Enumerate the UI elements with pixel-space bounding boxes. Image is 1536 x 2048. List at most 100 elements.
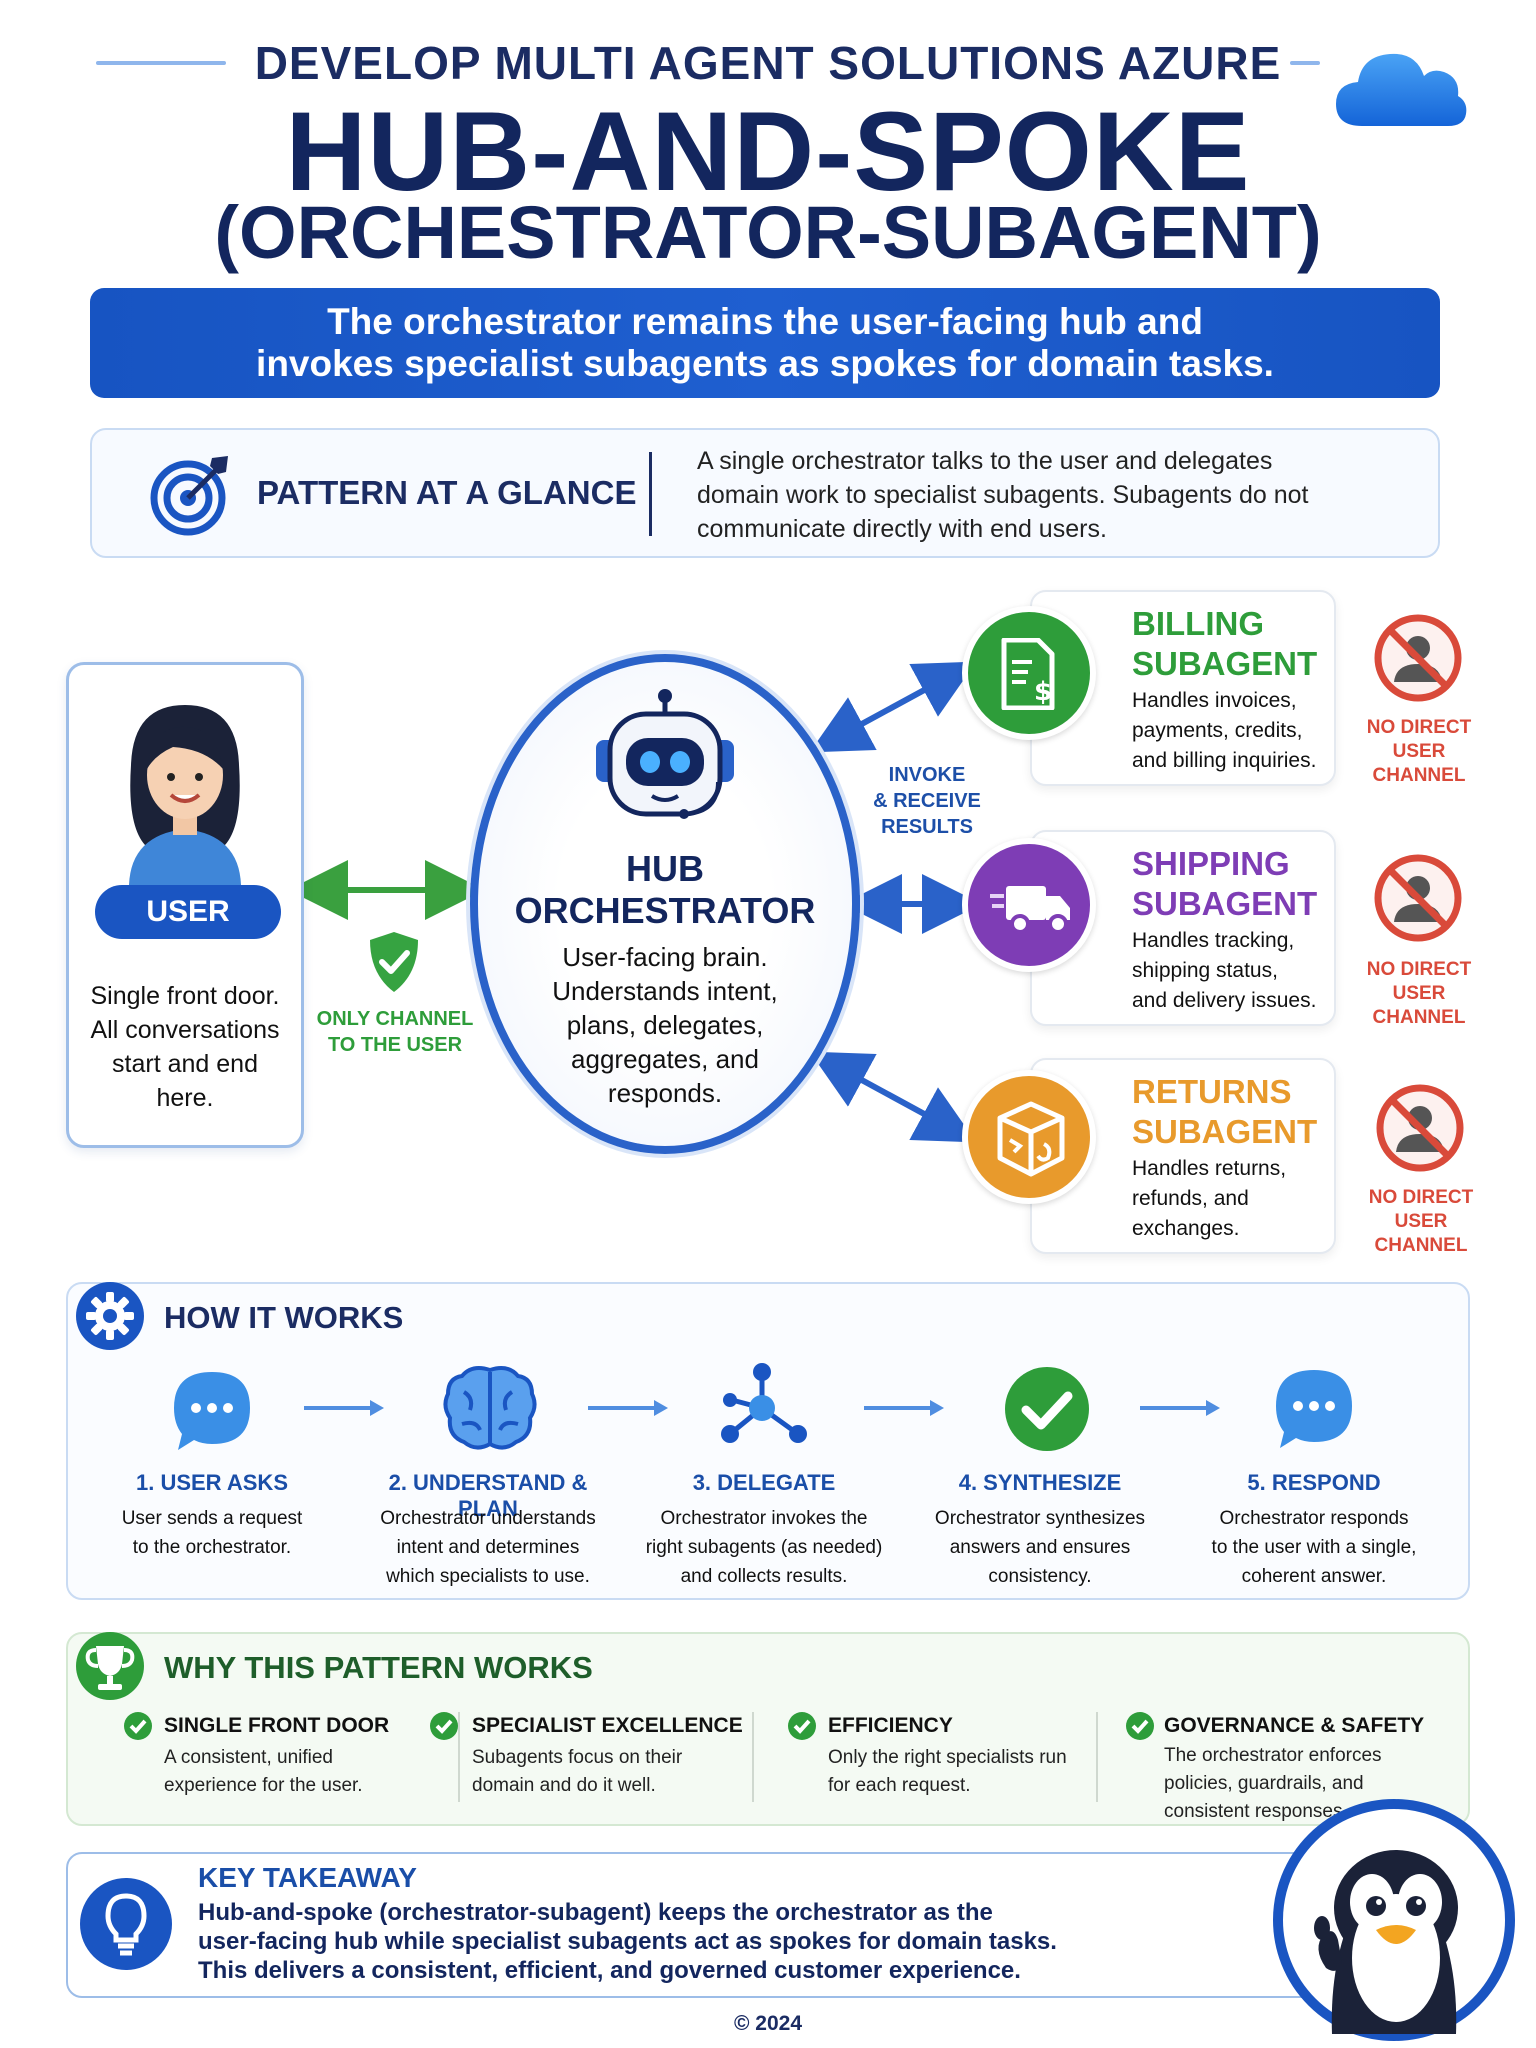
user-line-2: All conversations [90, 1016, 280, 1044]
arrow-right-icon [1140, 1400, 1220, 1416]
chat-icon [174, 1372, 250, 1450]
footer-copyright: © 2024 [733, 2012, 803, 2035]
invoke-line-1: INVOKE [888, 764, 966, 786]
user-avatar-icon [129, 705, 241, 885]
step-5-line-1: Orchestrator responds [1219, 1508, 1409, 1529]
shipping-icon-circle [962, 838, 1096, 972]
step-5-text: Orchestrator responds to the user with a… [1184, 1504, 1444, 1591]
no-user-icon [1376, 1084, 1464, 1172]
why-item-3-line-2: for each request. [828, 1775, 971, 1796]
hub-title-line-1: HUB [626, 848, 704, 889]
why-item-4-line-1: The orchestrator enforces [1164, 1745, 1382, 1766]
hub-billing-arrow [809, 661, 977, 753]
diagram-connectors [288, 661, 982, 1143]
step-4-line-3: consistency. [988, 1566, 1092, 1587]
no-direct-line-3: CHANNEL [1372, 765, 1466, 786]
target-icon [150, 456, 228, 536]
step-1-text: User sends a request to the orchestrator… [82, 1504, 342, 1562]
step-2-line-2: intent and determines [396, 1537, 580, 1558]
shipping-no-direct-label: NO DIRECT USER CHANNEL [1364, 958, 1474, 1030]
user-line-1: Single front door. [90, 982, 280, 1010]
no-direct-line-2: USER [1394, 1211, 1448, 1232]
step-3-title: 3. DELEGATE [692, 1470, 836, 1495]
step-3-text: Orchestrator invokes the right subagents… [634, 1504, 894, 1591]
header-kicker: DEVELOP MULTI AGENT SOLUTIONS AZURE [254, 37, 1282, 89]
returns-line-2: refunds, and [1132, 1187, 1249, 1210]
gear-icon [76, 1282, 144, 1350]
invoke-label: INVOKE & RECEIVE RESULTS [862, 762, 992, 840]
hub-line-4: aggregates, and [571, 1044, 759, 1074]
returns-title-line-1: RETURNS [1132, 1073, 1292, 1110]
hub-line-5: responds. [607, 1078, 723, 1108]
hub-line-2: Understands intent, [552, 976, 778, 1006]
invoice-icon: $ [1001, 638, 1055, 710]
no-direct-line-1: NO DIRECT [1366, 959, 1472, 980]
billing-no-direct-label: NO DIRECT USER CHANNEL [1364, 716, 1474, 788]
banner-line-2: invokes specialist subagents as spokes f… [256, 343, 1274, 384]
no-direct-line-1: NO DIRECT [1366, 717, 1472, 738]
cloud-icon [1336, 53, 1467, 126]
page-title: HUB-AND-SPOKE [285, 89, 1251, 214]
hub-orchestrator: HUB ORCHESTRATOR User-facing brain. Unde… [470, 654, 860, 1154]
only-channel-line-1: ONLY CHANNEL [316, 1008, 474, 1030]
hub-line-1: User-facing brain. [562, 942, 768, 972]
no-user-icon [1374, 614, 1462, 702]
billing-title: BILLING SUBAGENT [1132, 604, 1317, 684]
glance-panel: PATTERN AT A GLANCE A single orchestrato… [90, 428, 1440, 558]
only-channel-line-2: TO THE USER [327, 1034, 463, 1056]
key-line-1: Hub-and-spoke (orchestrator-subagent) ke… [198, 1899, 993, 1926]
arrow-right-icon [864, 1400, 944, 1416]
check-icon [430, 1712, 458, 1740]
returns-description: Handles returns, refunds, and exchanges. [1132, 1154, 1332, 1244]
billing-icon-circle: $ [962, 606, 1096, 740]
shipping-line-1: Handles tracking, [1132, 929, 1295, 952]
key-line-2: user-facing hub while specialist subagen… [198, 1928, 1057, 1955]
why-panel: WHY THIS PATTERN WORKS SINGLE FRONT DOOR… [66, 1632, 1470, 1826]
why-item-4-title: GOVERNANCE & SAFETY [1164, 1714, 1425, 1737]
check-icon [788, 1712, 816, 1740]
why-item-1-text: A consistent, unified experience for the… [164, 1744, 424, 1800]
why-item-3-line-1: Only the right specialists run [828, 1747, 1067, 1768]
returns-title: RETURNS SUBAGENT [1132, 1072, 1317, 1152]
user-description: Single front door. All conversations sta… [69, 979, 301, 1115]
user-label: USER [95, 885, 281, 939]
invoke-line-2: & RECEIVE [873, 790, 981, 812]
glance-line-3: communicate directly with end users. [697, 515, 1107, 543]
penguin-mascot-icon [1273, 1799, 1515, 2041]
key-takeaway-panel: KEY TAKEAWAY Hub-and-spoke (orchestrator… [66, 1852, 1396, 1998]
why-item-3-text: Only the right specialists run for each … [828, 1744, 1108, 1800]
returns-no-direct-label: NO DIRECT USER CHANNEL [1366, 1186, 1476, 1258]
step-5-title: 5. RESPOND [1247, 1470, 1381, 1495]
why-item-1-line-1: A consistent, unified [164, 1747, 333, 1768]
robot-icon [596, 689, 734, 819]
why-item-4-line-2: policies, guardrails, and [1164, 1773, 1364, 1794]
check-circle-icon [1005, 1367, 1089, 1451]
why-item-1-line-2: experience for the user. [164, 1775, 363, 1796]
no-direct-line-2: USER [1392, 741, 1446, 762]
banner-line-1: The orchestrator remains the user-facing… [327, 301, 1203, 342]
step-4-line-2: answers and ensures [949, 1537, 1131, 1558]
why-divider [458, 1712, 460, 1802]
header-rule-left [96, 61, 226, 65]
hub-title-line-2: ORCHESTRATOR [514, 890, 816, 931]
returns-icon-circle [962, 1070, 1096, 1204]
glance-title: PATTERN AT A GLANCE [257, 474, 637, 511]
step-3-line-2: right subagents (as needed) [645, 1537, 883, 1558]
why-item-1-title: SINGLE FRONT DOOR [164, 1714, 390, 1737]
step-2-line-1: Orchestrator understands [380, 1508, 596, 1529]
billing-line-3: and billing inquiries. [1132, 749, 1317, 772]
shield-check-icon [370, 932, 418, 992]
why-item-2-text: Subagents focus on their domain and do i… [472, 1744, 732, 1800]
billing-description: Handles invoices, payments, credits, and… [1132, 686, 1332, 776]
shipping-description: Handles tracking, shipping status, and d… [1132, 926, 1332, 1016]
glance-divider [649, 452, 652, 536]
returns-line-1: Handles returns, [1132, 1157, 1287, 1180]
returns-title-line-2: SUBAGENT [1132, 1113, 1318, 1150]
why-item-4-text: The orchestrator enforces policies, guar… [1164, 1742, 1424, 1826]
no-direct-line-3: CHANNEL [1374, 1235, 1468, 1256]
key-takeaway-text: Hub-and-spoke (orchestrator-subagent) ke… [198, 1898, 1238, 1985]
why-item-2-title: SPECIALIST EXCELLENCE [472, 1714, 743, 1737]
no-direct-line-1: NO DIRECT [1368, 1187, 1474, 1208]
step-3-line-1: Orchestrator invokes the [660, 1508, 868, 1529]
why-item-2-line-2: domain and do it well. [472, 1775, 656, 1796]
